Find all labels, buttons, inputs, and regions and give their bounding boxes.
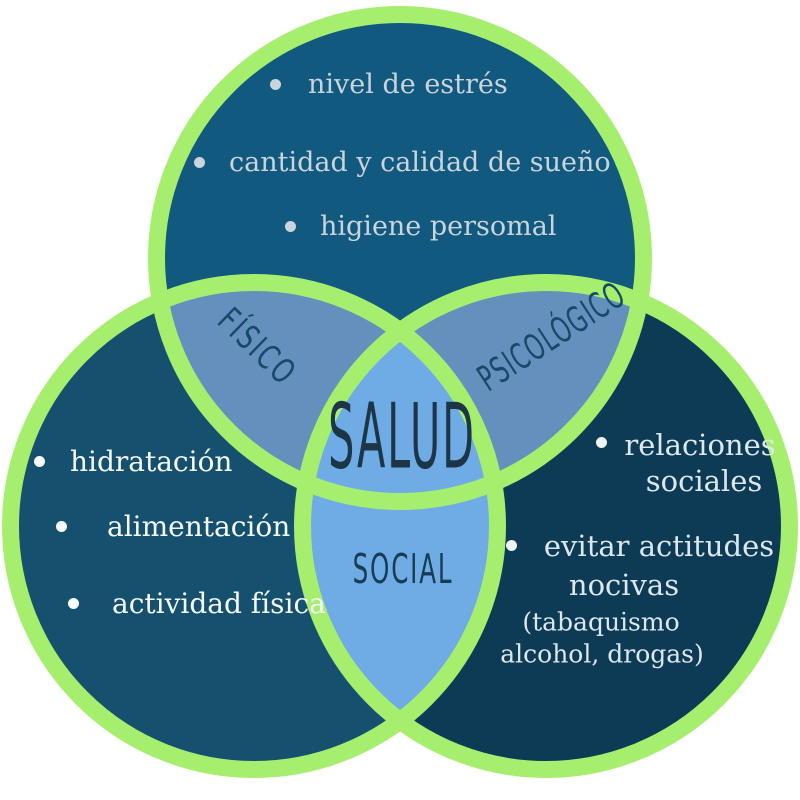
list-item-label: cantidad y calidad de sueño <box>229 147 611 178</box>
circle-left-ring <box>2 274 506 778</box>
list-item: hidratación <box>34 445 232 478</box>
bullet-icon <box>56 521 67 532</box>
list-item-label: alimentación <box>107 510 291 543</box>
circle-top-ring <box>148 6 652 510</box>
list-item-label: nivel de estrés <box>308 69 508 100</box>
list-item: higiene persomal <box>285 211 557 242</box>
list-item-label: actividad física <box>112 587 326 620</box>
list-item: alimentación <box>56 510 290 543</box>
list-item-label: hidratación <box>70 445 233 478</box>
list-item-label: higiene persomal <box>320 211 557 242</box>
bullet-icon <box>34 456 45 467</box>
lens-bottom-and-center <box>302 282 498 770</box>
circle-right-ring <box>294 274 798 778</box>
bullet-icon <box>285 221 296 232</box>
list-item: actividad física <box>68 587 326 620</box>
bullet-icon <box>194 157 205 168</box>
list-item-note: alcohol, drogas) <box>500 639 704 669</box>
bullet-icon <box>596 437 607 448</box>
list-item-note: (tabaquismo <box>522 607 680 637</box>
list-item: nivel de estrés <box>270 69 508 100</box>
bullet-icon <box>506 540 517 551</box>
list-item-label: relaciones <box>624 428 776 462</box>
center-label-salud: SALUD <box>328 384 476 490</box>
list-item-label: nocivas <box>568 568 680 602</box>
list-item: cantidad y calidad de sueño <box>194 147 611 178</box>
list-item-label: sociales <box>645 464 763 498</box>
bullet-icon <box>270 79 281 90</box>
overlap-label-social: SOCIAL <box>352 545 454 593</box>
bullet-icon <box>68 598 79 609</box>
list-item-label: evitar actitudes <box>543 529 775 563</box>
